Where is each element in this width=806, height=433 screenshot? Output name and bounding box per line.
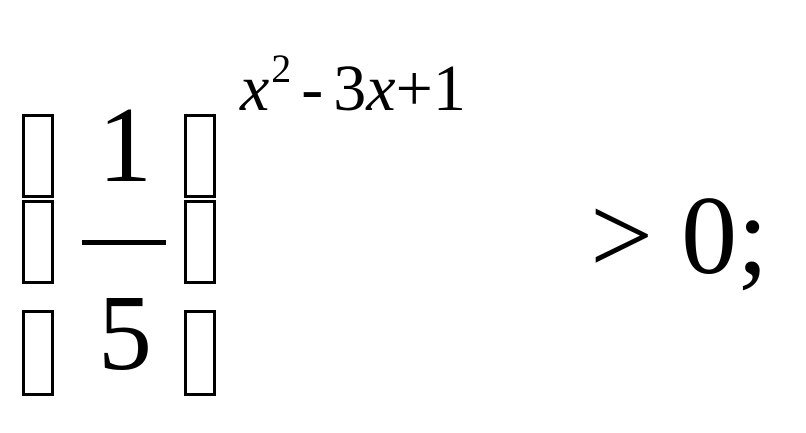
inequality-relation: > 0; xyxy=(590,174,769,298)
fraction-numerator: 1 xyxy=(98,86,152,205)
exponent-expression: x2-3x+1 xyxy=(240,49,466,122)
left-bracket-bottom-box xyxy=(22,310,54,396)
left-bracket-middle-box xyxy=(22,200,54,284)
fraction-denominator: 5 xyxy=(98,274,152,393)
right-bracket-middle-box xyxy=(184,200,216,284)
fraction-bar xyxy=(82,240,166,245)
right-bracket-top-box xyxy=(184,114,216,198)
exponent-coefficient: 3 xyxy=(333,52,367,125)
exponent-minus-sign: - xyxy=(301,52,324,125)
exponent-variable-x2: x xyxy=(366,52,396,125)
exponent-constant: 1 xyxy=(432,52,466,125)
right-bracket-bottom-box xyxy=(184,310,216,396)
exponent-power: 2 xyxy=(271,46,292,91)
left-bracket-top-box xyxy=(22,114,54,198)
exponent-plus-sign: + xyxy=(395,52,433,125)
exponent-variable-x: x xyxy=(240,52,270,125)
